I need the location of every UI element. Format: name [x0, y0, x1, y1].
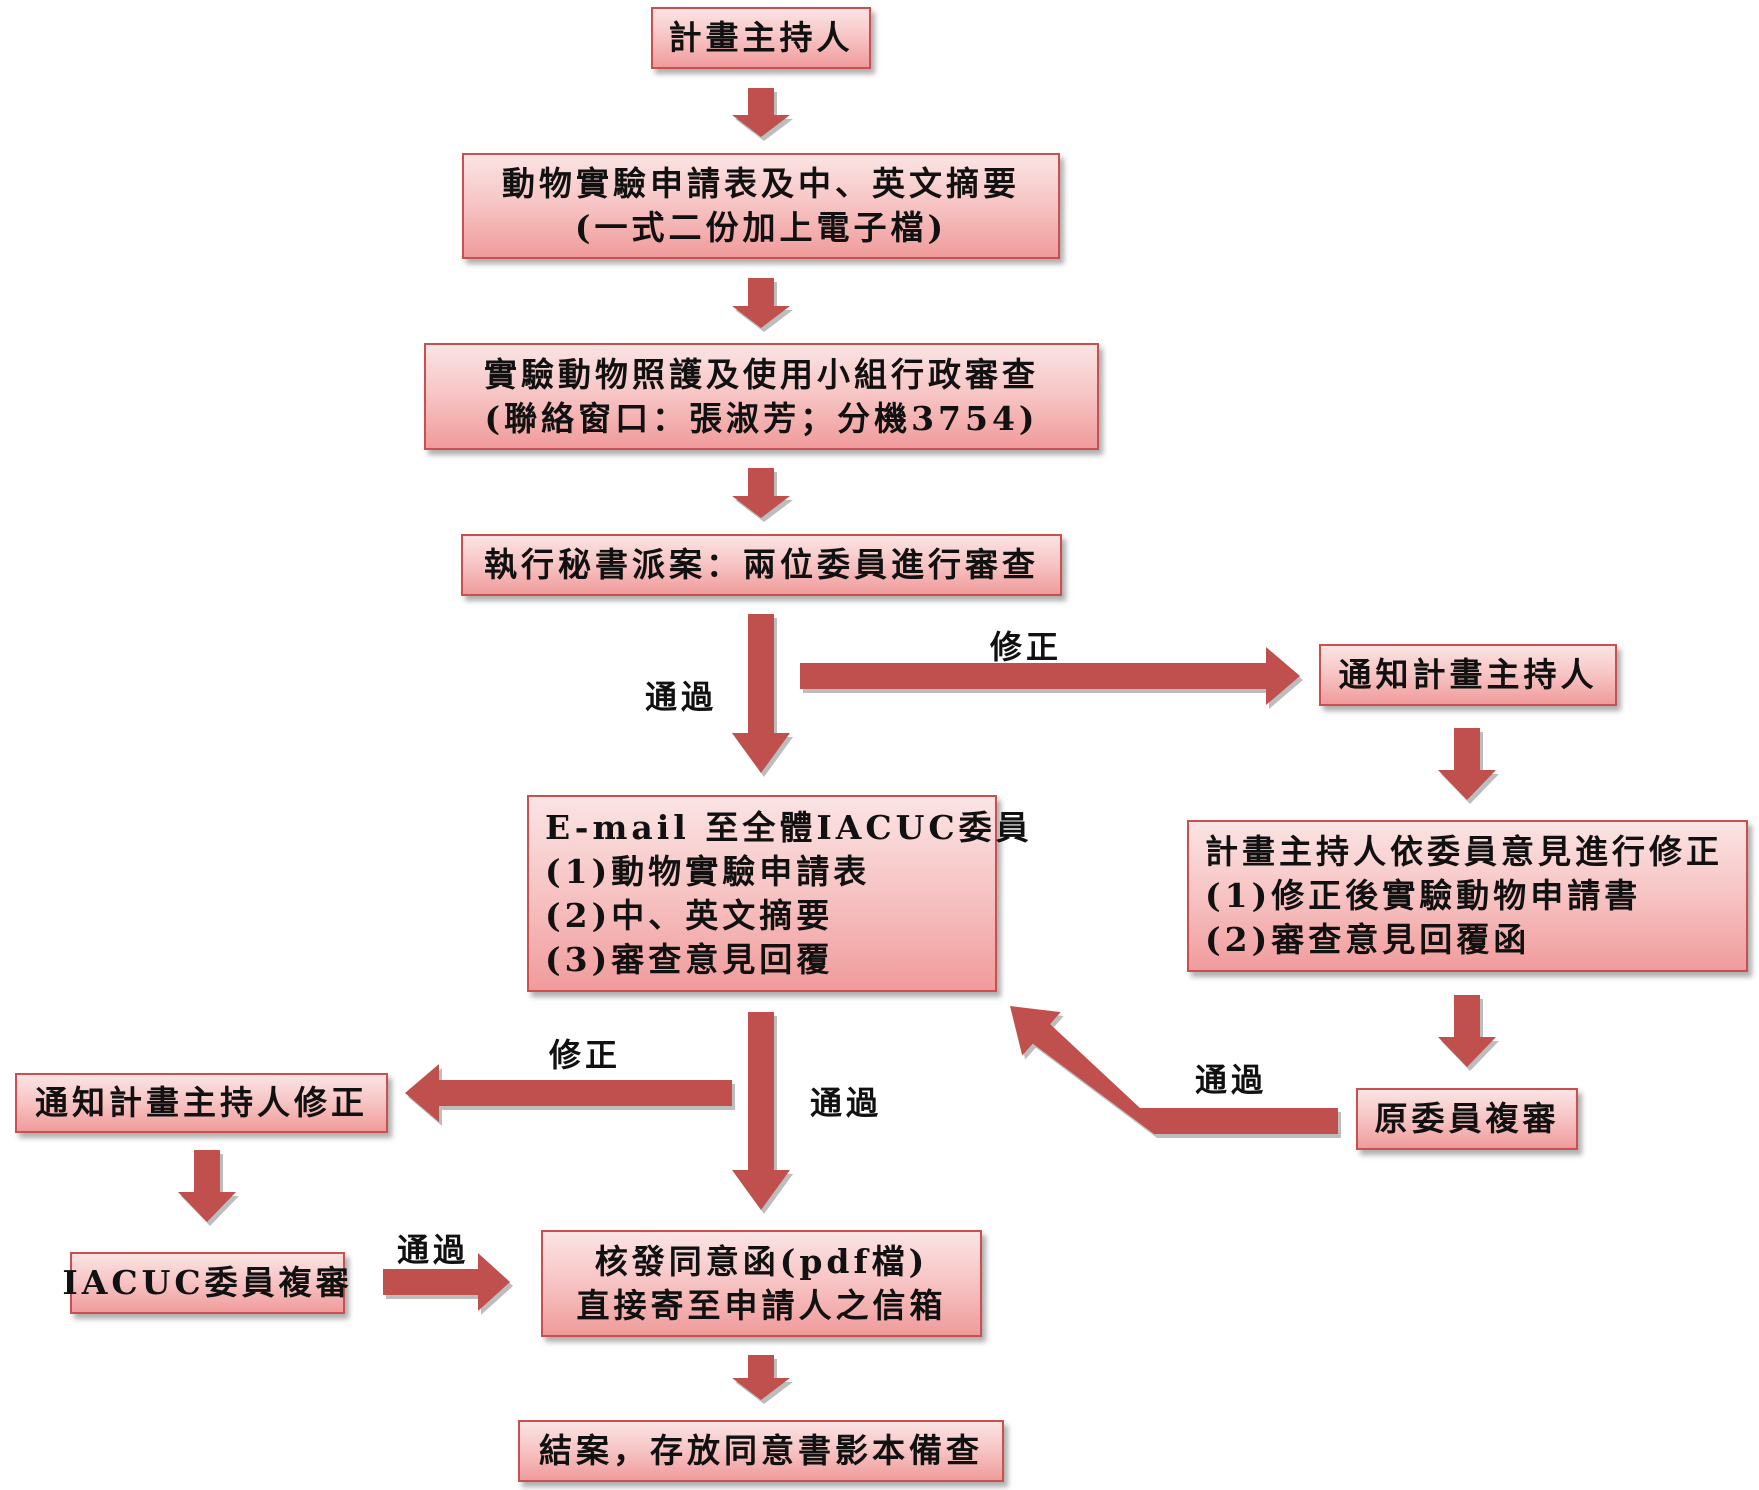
- node-text-line: (1)動物實驗申請表: [545, 851, 871, 891]
- node-close: 結案，存放同意書影本備查: [518, 1420, 1004, 1482]
- arrow-notify-pi-revise-to-iacuc: [178, 1150, 236, 1222]
- node-text-line: (聯絡窗口：張淑芳；分機3754): [484, 398, 1039, 438]
- edge-label-assign-pass: 通過: [645, 678, 718, 716]
- edge-label-email-pass: 通過: [810, 1084, 883, 1122]
- arrow-email-all-to-approval: [732, 1012, 790, 1210]
- arrow-iacuc-to-approval: [383, 1253, 510, 1311]
- node-text-line: (2)中、英文摘要: [545, 895, 834, 935]
- arrow-assign-to-email-all: [732, 614, 790, 773]
- node-text-line: 執行秘書派案：兩位委員進行審查: [484, 545, 1039, 584]
- node-text-line: 原委員複審: [1374, 1099, 1560, 1138]
- arrow-pi-to-application: [732, 88, 790, 137]
- node-pi: 計畫主持人: [651, 7, 871, 69]
- node-text-line: 結案，存放同意書影本備查: [539, 1431, 983, 1470]
- arrow-email-all-to-notify-pi-revise: [405, 1064, 732, 1122]
- node-text-line: IACUC委員複審: [62, 1263, 353, 1302]
- node-orig-rereview: 原委員複審: [1356, 1088, 1578, 1150]
- arrow-assign-to-notify-pi: [800, 647, 1300, 705]
- edge-label-iacuc-pass: 通過: [397, 1231, 470, 1269]
- node-text-line: 計畫主持人: [668, 18, 854, 57]
- node-text-line: 直接寄至申請人之信箱: [576, 1285, 947, 1325]
- node-assign: 執行秘書派案：兩位委員進行審查: [461, 534, 1062, 596]
- node-text-line: (3)審查意見回覆: [545, 939, 834, 979]
- node-text-line: 計畫主持人依委員意見進行修正: [1205, 832, 1723, 871]
- node-pi-revise: 計畫主持人依委員意見進行修正 (1)修正後實驗動物申請書 (2)審查意見回覆函: [1187, 820, 1748, 972]
- node-text-line: 實驗動物照護及使用小組行政審查: [484, 354, 1039, 394]
- node-notify-pi: 通知計畫主持人: [1319, 644, 1617, 706]
- node-text-line: (2)審查意見回覆函: [1205, 920, 1531, 959]
- node-text-line: (1)修正後實驗動物申請書: [1205, 876, 1642, 915]
- node-application: 動物實驗申請表及中、英文摘要 (一式二份加上電子檔): [462, 153, 1060, 259]
- node-text-line: 核發同意函(pdf檔): [594, 1241, 929, 1281]
- edge-label-email-revise: 修正: [549, 1036, 622, 1074]
- edge-label-assign-revise: 修正: [990, 628, 1063, 666]
- arrow-admin-review-to-assign: [732, 468, 790, 518]
- node-text-line: 通知計畫主持人: [1338, 655, 1598, 694]
- node-approval: 核發同意函(pdf檔)直接寄至申請人之信箱: [541, 1230, 982, 1337]
- node-text-line: (一式二份加上電子檔): [574, 208, 948, 247]
- edge-label-rereview-pass: 通過: [1195, 1061, 1268, 1099]
- node-text-line: 通知計畫主持人修正: [35, 1083, 368, 1122]
- arrow-application-to-admin-review: [732, 278, 790, 328]
- arrow-orig-rereview-to-email-all: [1010, 1006, 1338, 1134]
- arrow-pi-revise-to-orig-rereview: [1438, 995, 1496, 1067]
- arrow-notify-pi-to-pi-revise: [1438, 728, 1496, 800]
- node-text-line: 動物實驗申請表及中、英文摘要: [502, 164, 1020, 203]
- arrow-approval-to-close: [732, 1355, 790, 1400]
- node-notify-pi-revise: 通知計畫主持人修正: [15, 1073, 388, 1133]
- node-email-all: E-mail 至全體IACUC委員(1)動物實驗申請表(2)中、英文摘要(3)審…: [527, 795, 1029, 992]
- node-text-line: E-mail 至全體IACUC委員: [545, 807, 1033, 847]
- node-iacuc-rereview: IACUC委員複審: [62, 1252, 349, 1314]
- node-admin-review: 實驗動物照護及使用小組行政審查(聯絡窗口：張淑芳；分機3754): [424, 343, 1099, 450]
